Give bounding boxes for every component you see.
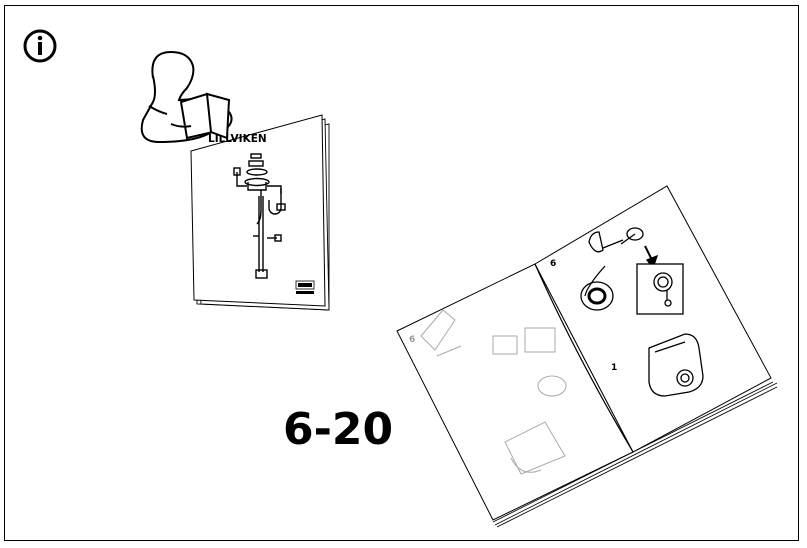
page-illustrations: LILLVIKEN [23,29,778,528]
left-page-number: 6 [409,335,415,345]
ikea-badge [295,280,315,294]
right-step-number: 1 [611,363,617,373]
left-page-faded-illustration [420,309,567,475]
instruction-page: LILLVIKEN [4,5,799,541]
closed-booklet: LILLVIKEN [190,114,330,311]
right-page-illustration [580,227,704,397]
right-page-number: 6 [550,259,556,269]
open-manual: 6 [396,185,778,528]
page-range-label: 6-20 [283,404,394,455]
drain-kit-drawing [233,153,286,279]
info-icon [23,29,57,63]
reading-person-icon [140,50,233,144]
